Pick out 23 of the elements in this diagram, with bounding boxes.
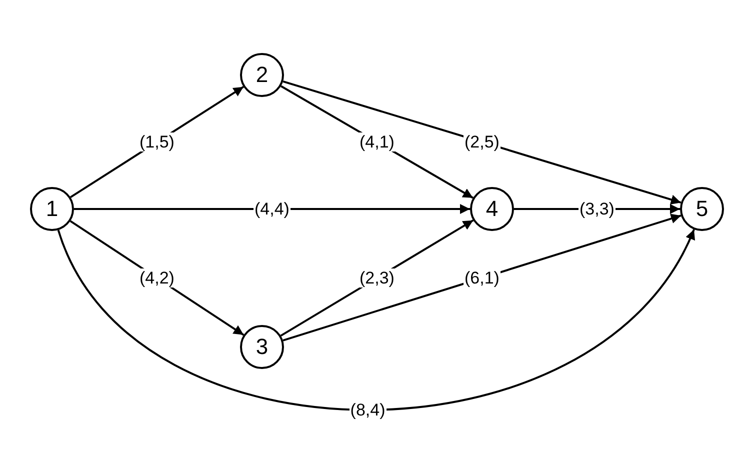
edge-label: (4,4): [254, 200, 290, 218]
arrow: [57, 229, 695, 411]
node-number: 2: [256, 64, 268, 86]
edge-label: (2,5): [464, 132, 500, 152]
arrow: [74, 204, 470, 214]
node-number: 4: [486, 198, 498, 220]
node-circle: [30, 187, 74, 231]
node-circle: [240, 53, 284, 97]
edge-label: (1,5): [138, 132, 176, 152]
edge-label: (6,1): [464, 268, 500, 288]
edge-label: (4,2): [138, 268, 176, 288]
edge-label: (4,1): [358, 132, 396, 152]
node-circle: [680, 187, 724, 231]
node-circle: [470, 187, 514, 231]
node-number: 3: [256, 336, 268, 358]
arrow: [282, 80, 682, 204]
node-number: 1: [46, 198, 58, 220]
edge-label: (2,3): [358, 268, 396, 288]
edge-label: (8,4): [349, 400, 386, 420]
edge-label: (3,3): [578, 200, 616, 218]
arrow: [282, 214, 682, 342]
node-number: 5: [696, 198, 708, 220]
node-circle: [240, 325, 284, 369]
